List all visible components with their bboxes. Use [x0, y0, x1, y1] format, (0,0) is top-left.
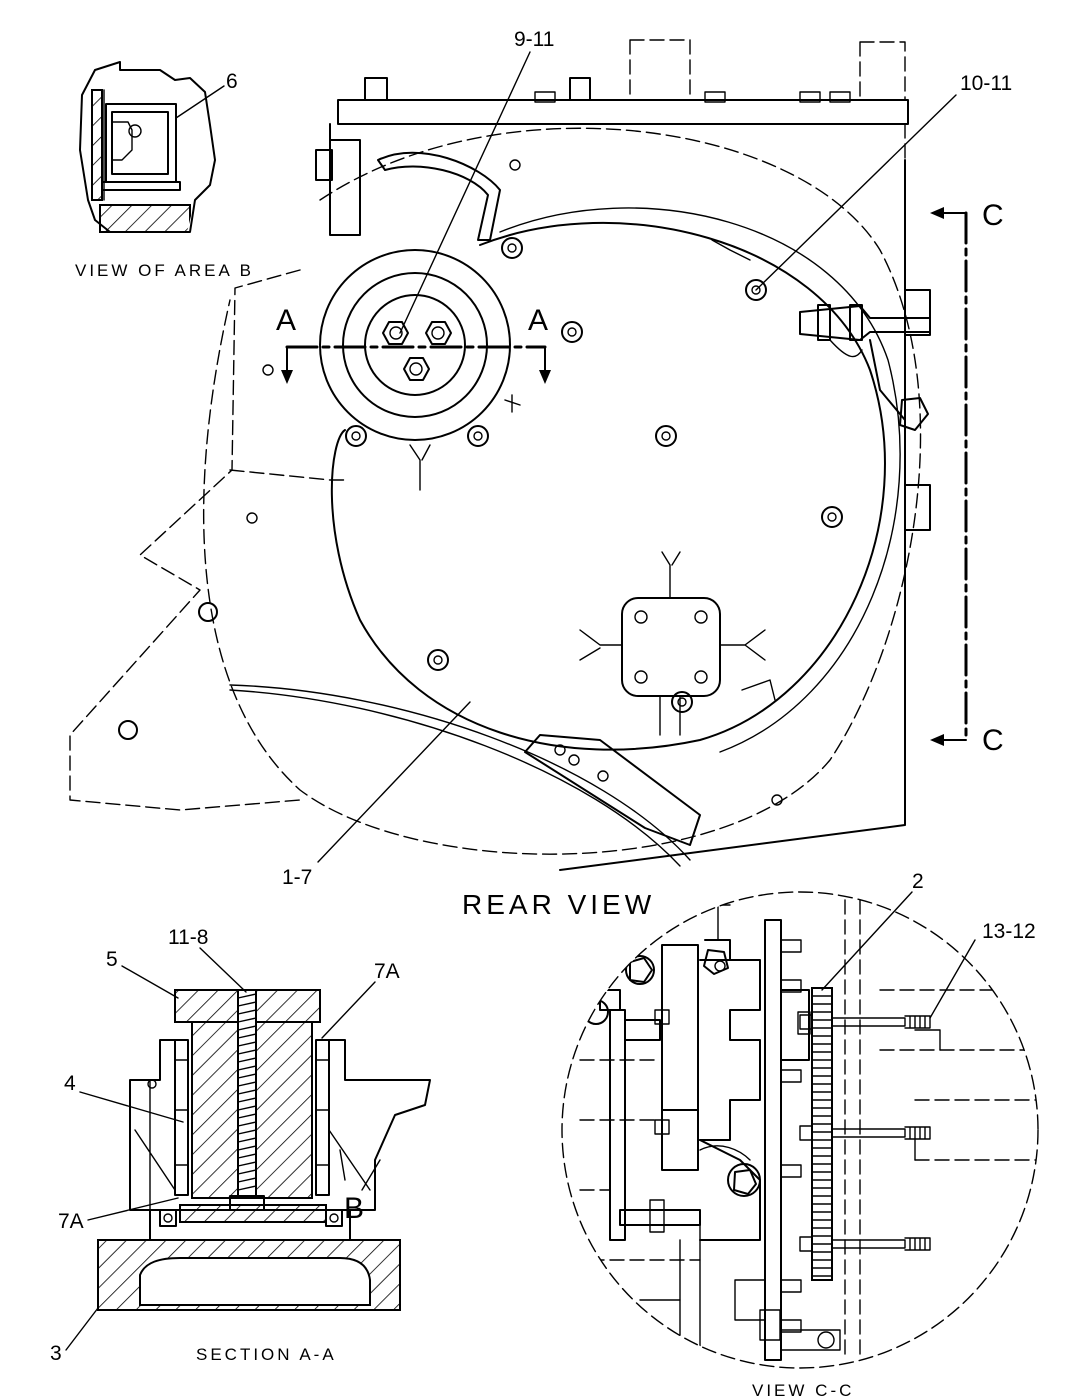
- view-cc-bolts: [799, 1014, 931, 1252]
- view-of-area-b: 6 VIEW OF AREA B: [75, 61, 254, 280]
- section-a-a: 11-8 5 7A 4 7A 3 B SECTION A-A: [50, 926, 431, 1365]
- callout-5: 5: [106, 948, 118, 971]
- callout-11-8: 11-8: [168, 926, 208, 949]
- callout-2: 2: [912, 870, 924, 893]
- callout-7a-bottom: 7A: [58, 1210, 84, 1233]
- callout-13-12: 13-12: [982, 920, 1036, 943]
- section-mark-c-top: C: [982, 199, 1004, 232]
- callout-9-11: 9-11: [514, 28, 554, 51]
- section-mark-b: B: [344, 1192, 364, 1225]
- rear-view: A A: [69, 28, 1012, 920]
- section-mark-a-left: A: [276, 304, 296, 337]
- callout-6: 6: [226, 70, 238, 93]
- caption-view-c-c: VIEW C-C: [752, 1381, 854, 1400]
- callout-4: 4: [64, 1072, 76, 1095]
- caption-view-of-area-b: VIEW OF AREA B: [75, 261, 254, 280]
- view-c-c: 2 13-12 VIEW C-C: [561, 870, 1039, 1400]
- callout-10-11: 10-11: [960, 72, 1012, 95]
- callout-1-7: 1-7: [282, 866, 312, 889]
- caption-rear-view: REAR VIEW: [462, 889, 655, 920]
- section-mark-a-right: A: [528, 304, 548, 337]
- callout-7a-top: 7A: [374, 960, 400, 983]
- section-mark-c-bottom: C: [982, 724, 1004, 757]
- stud-thread: [237, 993, 257, 1191]
- caption-section-a-a: SECTION A-A: [196, 1345, 337, 1364]
- callout-3: 3: [50, 1342, 62, 1365]
